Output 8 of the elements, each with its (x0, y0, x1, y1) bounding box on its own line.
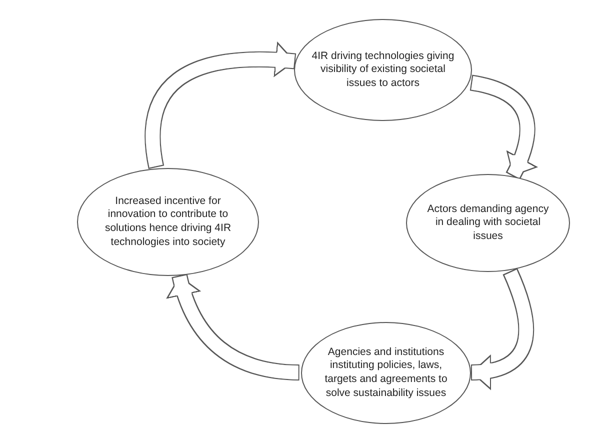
node-text: 4IR driving technologies giving visibility of existing societal issues to actors (310, 50, 456, 90)
curved-block-arrow (470, 268, 534, 390)
curved-block-arrow (167, 274, 300, 381)
curved-block-arrow (470, 74, 538, 180)
node-text: Actors demanding agency in dealing with societal issues (426, 202, 550, 244)
node-text: Increased incentive for innovation to contribute to solutions hence driving 4IR technologies into society (104, 194, 232, 250)
curved-block-arrow (144, 42, 296, 169)
node-text: Agencies and institutions instituting policies, laws, targets and agreements to solve sustainability issues (324, 346, 448, 400)
